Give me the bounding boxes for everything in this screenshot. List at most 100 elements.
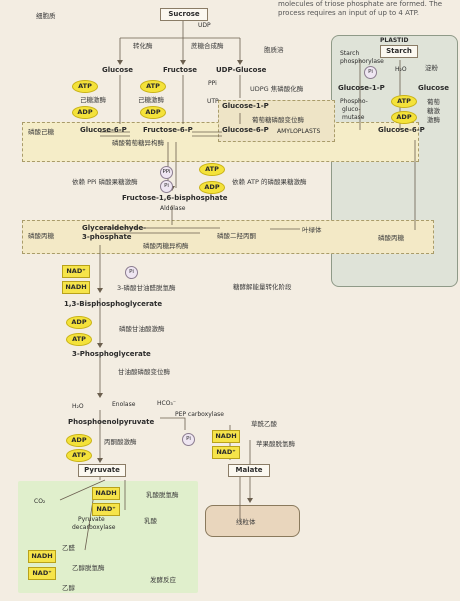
pgm-label-1: Phospho-	[340, 98, 368, 105]
fructose-6p-label: Fructose-6-P	[143, 126, 193, 134]
cytosol-right-label: 胞质溶	[264, 46, 284, 54]
mitochondria-box	[205, 505, 300, 537]
hco3-label: HCO₃⁻	[157, 400, 176, 407]
starch-box: Starch	[380, 45, 418, 58]
amyloplast-region	[218, 100, 335, 142]
g3p-label-2: 3-phosphate	[82, 233, 132, 241]
pgk-label: 磷酸甘油酸激酶	[119, 325, 165, 333]
pk-label: 丙酮酸激酶	[104, 438, 137, 446]
pfk-label: 依赖 ATP 的磷酸果糖激酶	[232, 178, 307, 186]
pi-circle-plastid: Pi	[364, 66, 377, 79]
h2o-label: H₂O	[72, 403, 84, 410]
amyloplasts-label: AMYLOPLASTS	[277, 128, 321, 135]
adp-pfk: ADP	[199, 181, 225, 194]
nadh-gapdh: NADH	[62, 281, 90, 294]
bpg-label: 1,3-Bisphosphoglycerate	[64, 300, 163, 308]
tpi-label: 磷酸丙糖异构酶	[143, 242, 189, 250]
hk-plastid-1: 葡萄	[427, 98, 440, 106]
pdc-label-2: decarboxylase	[72, 524, 116, 531]
adp-hexokinase-1: ADP	[72, 106, 98, 119]
pgm-label-2: gluco-	[342, 106, 361, 113]
plastid-label: PLASTID	[380, 37, 409, 44]
mitochondria-label: 线粒体	[236, 518, 256, 526]
dhap-label: 磷酸二羟丙酮	[217, 232, 256, 240]
caption-line-2: process requires an input of up to 4 ATP…	[278, 9, 419, 17]
ppi-circle: PPi	[160, 166, 173, 179]
stage-label: 糖酵解能量转化阶段	[233, 283, 292, 291]
plastid-h2o-label: H₂O	[395, 66, 407, 73]
gapdh-label: 3-磷酸甘油醛脱氢酶	[117, 284, 176, 292]
cytosol-label: 细胞质	[36, 12, 56, 20]
fermentation-label: 发酵反应	[150, 576, 176, 584]
nad-mdh: NAD⁺	[212, 446, 240, 459]
pdc-label-1: Pyruvate	[78, 516, 105, 523]
atp-pk: ATP	[66, 449, 92, 462]
ppi-label: PPi	[208, 80, 217, 87]
nadh-mdh: NADH	[212, 430, 240, 443]
invertase-label: 转化酶	[133, 42, 153, 50]
pfp-label: 依赖 PPi 磷酸果糖激酶	[72, 178, 138, 186]
pi-circle-pfp: Pi	[160, 180, 173, 193]
hk-plastid-2: 糖激	[427, 107, 440, 115]
udpg-ppase-label: UDPG 焦磷酸化酶	[250, 85, 304, 93]
co2-label: CO₂	[34, 498, 46, 505]
starch-zh-label: 淀粉	[425, 64, 438, 72]
gpi-label: 磷酸葡萄糖异构酶	[112, 139, 164, 147]
malate-box: Malate	[228, 464, 270, 477]
starch-phosphorylase-2: phosphorylase	[340, 58, 384, 65]
udp-glucose-label: UDP-Glucose	[216, 66, 267, 74]
caption-line-1: molecules of triose phosphate are formed…	[278, 0, 443, 8]
adp-pgk: ADP	[66, 316, 92, 329]
atp-pfk: ATP	[199, 163, 225, 176]
fructose-label: Fructose	[163, 66, 197, 74]
pg3-label: 3-Phosphoglycerate	[72, 350, 151, 358]
leaf-green-label: 叶绿体	[302, 226, 322, 234]
glucose-1p-label: Glucose-1-P	[222, 102, 269, 110]
nad-ldh: NAD⁺	[92, 503, 120, 516]
pyruvate-box: Pyruvate	[78, 464, 126, 477]
sucrose-synthase-label: 蔗糖合成酶	[191, 42, 224, 50]
glucose-label: Glucose	[102, 66, 134, 74]
nad-adh: NAD⁺	[28, 567, 56, 580]
hexose-p-label: 磷酸己糖	[28, 128, 54, 136]
glucose-6p-b-label: Glucose-6-P	[222, 126, 269, 134]
adp-pk: ADP	[66, 434, 92, 447]
nadh-ldh: NADH	[92, 487, 120, 500]
enolase-label: Enolase	[112, 401, 136, 408]
triose-p-right-label: 磷酸丙糖	[378, 234, 404, 242]
pi-circle-pepc: Pi	[182, 433, 195, 446]
acetaldehyde-label: 乙醛	[62, 544, 75, 552]
atp-hexokinase-1: ATP	[72, 80, 98, 93]
triose-phosphate-band	[22, 220, 434, 254]
plastid-g6p-label: Glucose-6-P	[378, 126, 425, 134]
pgam-label: 甘油酸磷酸变位酶	[118, 368, 170, 376]
f16bp-label: Fructose-1,6-bisphosphate	[122, 194, 228, 202]
g3p-label-1: Glyceraldehyde-	[82, 224, 147, 232]
pgm-label-3: mutase	[342, 114, 365, 121]
hexokinase-label-2: 己糖激酶	[138, 96, 164, 104]
pep-carboxylase-label: PEP carboxylase	[175, 411, 224, 418]
udp-label: UDP	[198, 22, 211, 29]
plastid-glucose-label: Glucose	[418, 84, 450, 92]
adh-label: 乙醇脱氢酶	[72, 564, 105, 572]
aldolase-label: Aldolase	[160, 205, 186, 212]
mdh-label: 苹果酸脱氢酶	[256, 440, 295, 448]
ldh-label: 乳酸脱氢酶	[146, 491, 179, 499]
plastid-g1p-label: Glucose-1-P	[338, 84, 385, 92]
nadh-adh: NADH	[28, 550, 56, 563]
atp-hexokinase-2: ATP	[140, 80, 166, 93]
pgm-zh-label: 葡萄糖磷酸变位酶	[252, 116, 304, 124]
starch-phosphorylase-1: Starch	[340, 50, 360, 57]
pep-label: Phosphoenolpyruvate	[68, 418, 155, 426]
ethanol-label: 乙醇	[62, 584, 75, 592]
hexokinase-label-1: 己糖激酶	[80, 96, 106, 104]
pi-circle-gapdh: Pi	[125, 266, 138, 279]
hk-plastid-3: 激酶	[427, 116, 440, 124]
adp-plastid: ADP	[391, 111, 417, 124]
atp-pgk: ATP	[66, 333, 92, 346]
oaa-label: 草酰乙酸	[251, 420, 277, 428]
sucrose-box: Sucrose	[160, 8, 208, 21]
glucose-6p-label: Glucose-6-P	[80, 126, 127, 134]
utp-label: UTP	[207, 98, 219, 105]
lactate-label: 乳酸	[144, 517, 157, 525]
